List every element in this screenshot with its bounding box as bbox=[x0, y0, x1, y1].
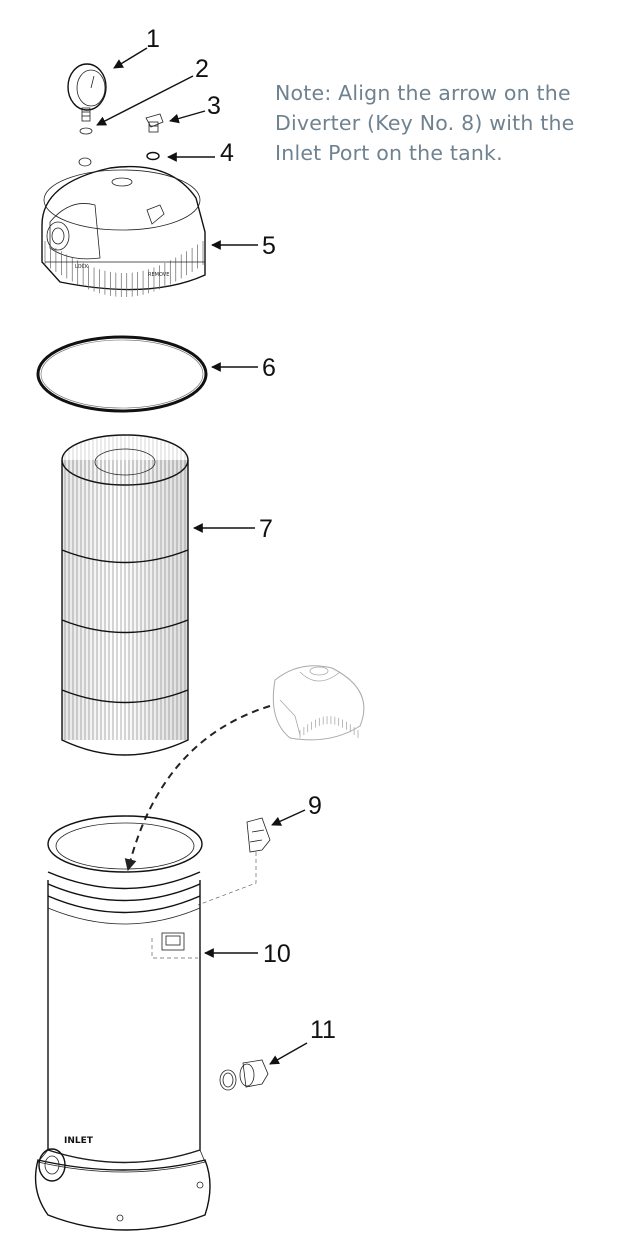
lid-remove-text: REMOVE bbox=[148, 272, 169, 278]
diverter-placement-arrow bbox=[124, 705, 271, 872]
pressure-gauge bbox=[67, 63, 107, 122]
callout-2: 2 bbox=[195, 55, 209, 83]
tank-o-ring bbox=[36, 335, 208, 413]
callout-9: 9 bbox=[308, 792, 322, 820]
callout-10: 10 bbox=[263, 940, 291, 968]
air-relief-valve bbox=[145, 113, 164, 133]
tank-clip-block bbox=[161, 932, 185, 951]
clip-guide-lines bbox=[151, 852, 257, 959]
tank-inlet-text: INLET bbox=[64, 1136, 94, 1146]
note-line-3: Inlet Port on the tank. bbox=[275, 141, 503, 165]
note-line-1: Note: Align the arrow on the bbox=[275, 81, 571, 105]
callout-7: 7 bbox=[259, 515, 273, 543]
diverter bbox=[272, 665, 365, 741]
filter-tank: INLET bbox=[34, 815, 211, 1231]
assembly-note: Note: Align the arrow on the Diverter (K… bbox=[275, 78, 620, 168]
note-line-2: Diverter (Key No. 8) with the bbox=[275, 111, 575, 135]
valve-o-ring bbox=[146, 151, 160, 161]
union-fitting bbox=[219, 1059, 269, 1091]
callout-4: 4 bbox=[220, 139, 234, 167]
callout-5: 5 bbox=[262, 232, 276, 260]
lid-lock-text: LOCK bbox=[75, 264, 89, 270]
callout-11: 11 bbox=[310, 1016, 336, 1044]
tank-clip bbox=[246, 817, 271, 853]
filter-cartridge bbox=[61, 434, 189, 756]
callout-arrows bbox=[96, 47, 308, 1065]
callout-6: 6 bbox=[262, 354, 276, 382]
gauge-o-ring bbox=[79, 127, 93, 135]
callout-3: 3 bbox=[207, 92, 221, 120]
callout-1: 1 bbox=[146, 25, 160, 53]
filter-lid: LOCK REMOVE bbox=[41, 157, 206, 297]
